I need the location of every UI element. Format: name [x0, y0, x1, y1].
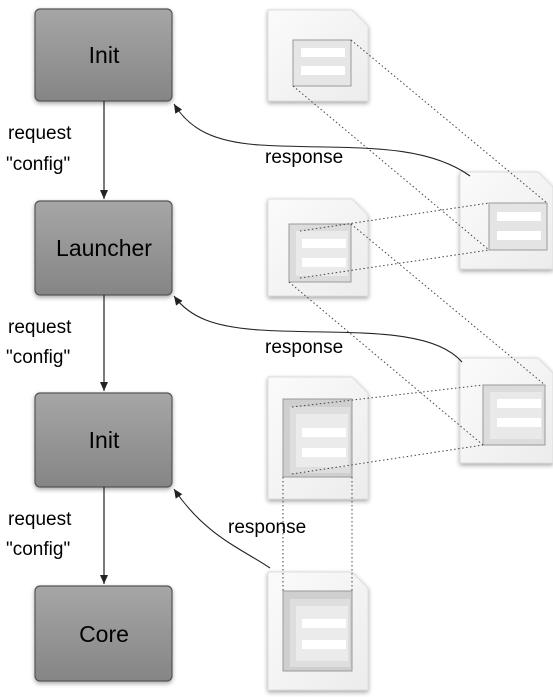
response-arrow — [173, 488, 271, 569]
config-panel-icon — [282, 590, 353, 672]
config-panel-icon — [482, 384, 546, 446]
config-panel-icon — [282, 398, 353, 478]
request-label: request — [8, 123, 72, 144]
response-label: response — [228, 517, 306, 538]
stage-label: Launcher — [56, 235, 152, 261]
stage-box-init: Init — [34, 8, 173, 102]
request-config-label: "config" — [6, 154, 70, 175]
request-config-label: "config" — [6, 539, 70, 560]
stage-box-core: Core — [34, 585, 173, 682]
config-panel-icon — [488, 202, 548, 251]
stage-label: Init — [89, 427, 120, 453]
response-arrow — [173, 295, 463, 363]
stage-box-launcher: Launcher — [34, 200, 173, 296]
response-arrow — [173, 103, 471, 177]
request-label: request — [8, 317, 72, 338]
stage-box-init-second: Init — [34, 392, 173, 488]
stage-label: Init — [89, 42, 120, 68]
config-panel-icon — [288, 223, 352, 283]
config-panel-icon — [292, 39, 352, 87]
request-label: request — [8, 509, 72, 530]
request-config-label: "config" — [6, 347, 70, 368]
stage-label: Core — [79, 621, 129, 647]
response-label: response — [265, 337, 343, 358]
connector-lines — [282, 39, 548, 591]
response-label: response — [265, 147, 343, 168]
